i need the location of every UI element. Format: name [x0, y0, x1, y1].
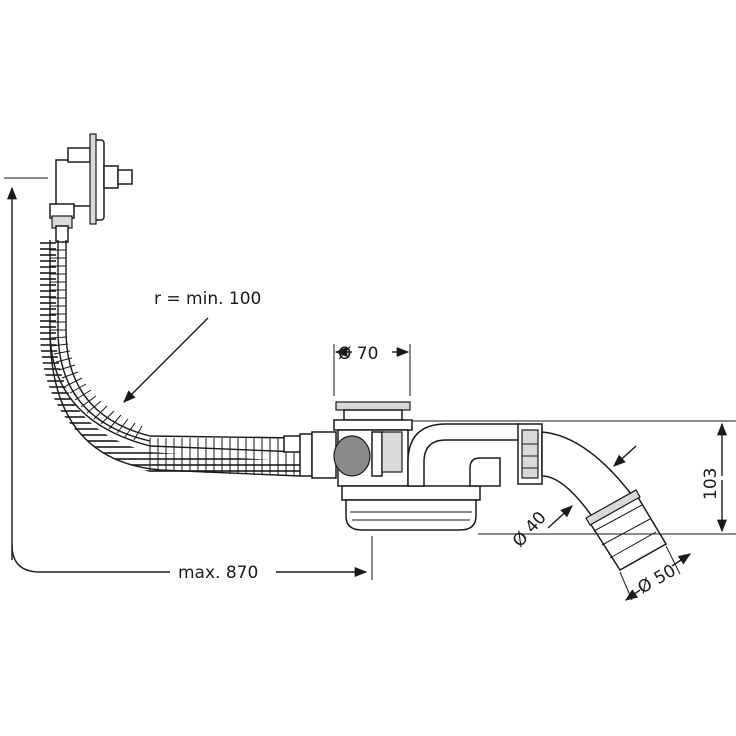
label-diam-70: Ø 70: [338, 344, 378, 364]
dim-height-103: [412, 420, 736, 535]
trap-body: [333, 401, 521, 531]
outlet-nut: [517, 423, 543, 485]
dim-diam-40: [547, 445, 637, 529]
dim-diam-70: [333, 344, 411, 396]
dim-bend-radius: [123, 317, 209, 403]
hose-ribs-horizontal: [149, 438, 295, 476]
dim-max-length: [4, 177, 373, 580]
label-max-length: max. 870: [178, 563, 258, 583]
overflow-head: [49, 133, 133, 243]
flexible-hose: [40, 240, 301, 477]
dim-diam-50: [619, 545, 692, 601]
label-diam-40: Ø 40: [509, 508, 551, 551]
label-diam-50: Ø 50: [635, 561, 680, 599]
label-bend-radius: r = min. 100: [154, 289, 261, 309]
hose-ribs-vertical: [50, 249, 143, 441]
outlet-sleeve: [585, 489, 668, 572]
label-height-103: 103: [701, 468, 721, 500]
